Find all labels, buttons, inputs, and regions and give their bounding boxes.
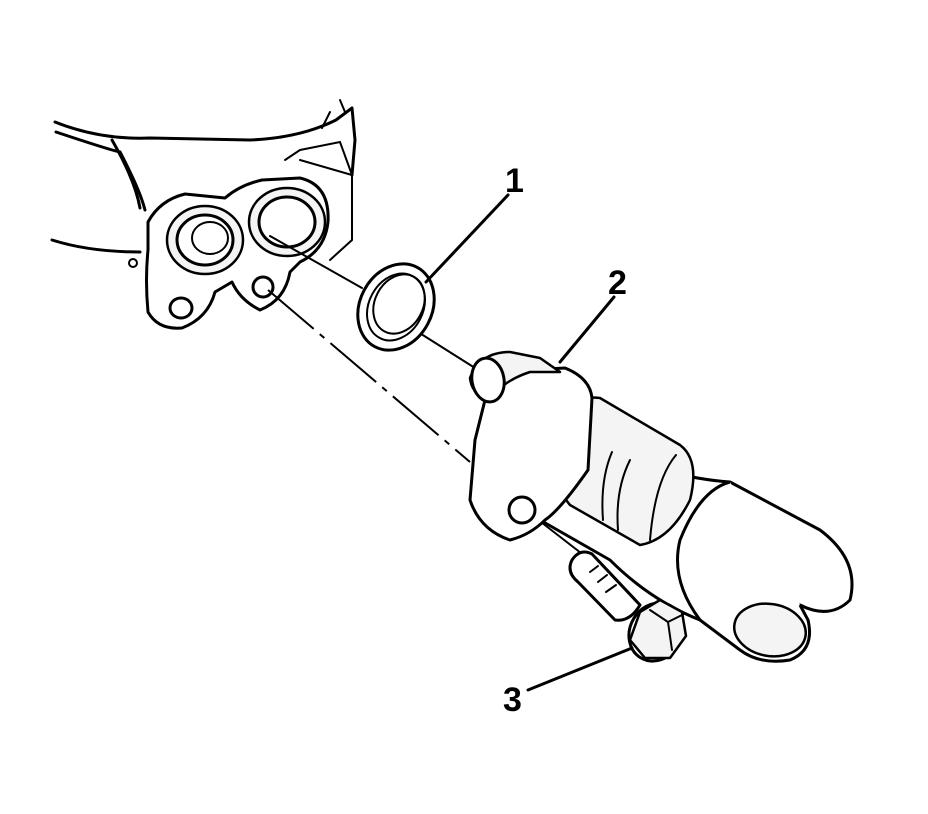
- housing-hole: [128, 258, 138, 268]
- callout-1-label: 1: [505, 162, 524, 200]
- o-ring-seal: [356, 262, 436, 352]
- callout-2-label: 2: [608, 264, 627, 302]
- flange-bolt-hole-left: [168, 296, 194, 320]
- mounting-bolt: [568, 550, 688, 663]
- sensor-assembly: [468, 350, 854, 663]
- housing-body: [50, 99, 357, 268]
- leader-lines: [424, 193, 634, 692]
- flange-bolt-hole-right: [251, 275, 275, 299]
- housing-flange: [145, 149, 353, 330]
- sensor-flange-bolt-hole: [507, 495, 537, 525]
- callout-3-label: 3: [503, 681, 522, 719]
